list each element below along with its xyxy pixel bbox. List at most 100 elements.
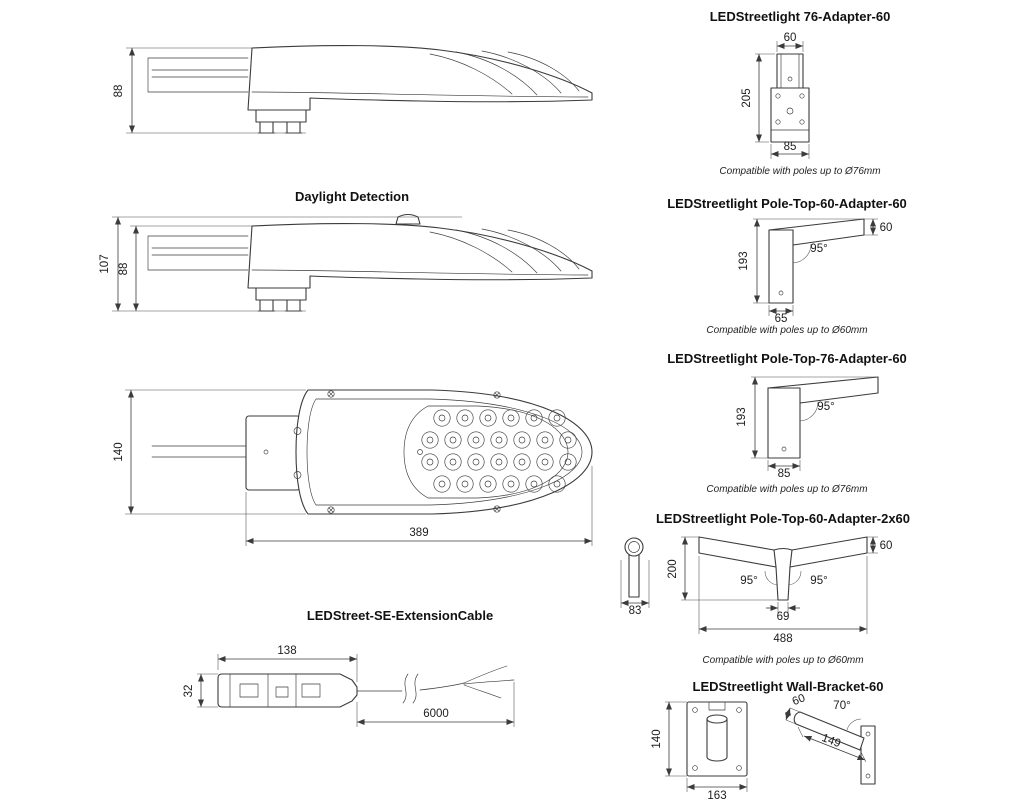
connector-segments	[229, 673, 297, 708]
dimension-line-149	[803, 735, 866, 761]
side-plate-holes	[865, 731, 871, 779]
daylight-detection-drawing: Daylight Detection 107 88	[99, 189, 593, 312]
set-screw	[778, 290, 784, 296]
housing-inner-line	[306, 398, 583, 506]
dim-label-140: 140	[651, 729, 663, 748]
side-view-dimensions: 88	[113, 47, 306, 134]
spigot-inner-lines	[780, 53, 800, 89]
vent-blade-curves	[429, 50, 580, 96]
bracket-screws	[263, 427, 302, 479]
led-emitter	[490, 453, 508, 471]
led-lens	[495, 436, 503, 444]
hub-post	[775, 566, 791, 601]
led-lens	[426, 458, 434, 466]
adapter-76-title: LEDStreetlight 76-Adapter-60	[710, 9, 891, 24]
set-screw	[781, 446, 787, 452]
extension-lines-6000	[356, 682, 515, 727]
led-lens	[438, 480, 446, 488]
led-emitter	[467, 453, 485, 471]
led-lens	[484, 480, 492, 488]
pole-spigot-outline	[147, 57, 249, 93]
pole-top-76-note: Compatible with poles up to Ø76mm	[706, 484, 867, 495]
led-lens	[530, 414, 538, 422]
led-emitter	[513, 453, 531, 471]
adapter-spigot	[776, 53, 804, 89]
pole-top-76-drawing: LEDStreetlight Pole-Top-76-Adapter-60 95…	[667, 351, 907, 495]
dim-label-138: 138	[277, 645, 296, 657]
wire-ends	[463, 665, 515, 699]
side-profile-inner	[628, 541, 640, 553]
connector-details	[239, 683, 321, 698]
led-emitter	[559, 453, 577, 471]
pole-top-2x60-note: Compatible with poles up to Ø60mm	[702, 655, 863, 666]
led-lens	[484, 414, 492, 422]
angle-label-95-right: 95°	[810, 575, 827, 587]
dim-label-205: 205	[741, 88, 753, 107]
plate-top-tab	[708, 701, 726, 711]
extension-lines	[112, 216, 462, 312]
dim-label-193: 193	[736, 407, 748, 426]
dim-label-60: 60	[791, 692, 807, 708]
led-emitter	[456, 409, 474, 427]
angle-arc	[799, 401, 819, 422]
extension-lines-193	[751, 376, 876, 459]
led-lens	[472, 436, 480, 444]
led-emitter	[456, 475, 474, 493]
led-lens	[518, 436, 526, 444]
dim-label-60: 60	[880, 540, 893, 552]
streetlight-side-view-drawing	[147, 44, 593, 134]
extension-lines-32	[197, 673, 218, 708]
pole-top-60-drawing: LEDStreetlight Pole-Top-60-Adapter-60 95…	[667, 196, 907, 336]
cable-lines	[151, 69, 249, 78]
cable-break-symbol	[402, 673, 419, 704]
wall-bracket-title: LEDStreetlight Wall-Bracket-60	[693, 679, 884, 694]
extension-lines-83	[620, 560, 650, 608]
daylight-title: Daylight Detection	[295, 189, 409, 204]
dim-label-83: 83	[629, 605, 642, 617]
angle-arc	[846, 718, 862, 731]
led-panel-outline	[403, 405, 569, 499]
housing-tray-line	[251, 91, 589, 98]
dim-label-140: 140	[113, 442, 125, 461]
extension-lines-width	[125, 389, 306, 515]
led-emitter	[502, 409, 520, 427]
led-lens	[541, 458, 549, 466]
angle-label-95: 95°	[817, 401, 834, 413]
dim-label-60: 60	[880, 222, 893, 234]
dim-label-107: 107	[99, 254, 111, 273]
extension-lines-60	[785, 707, 801, 725]
led-emitter	[421, 431, 439, 449]
led-lens	[564, 458, 572, 466]
dim-label-488: 488	[773, 633, 792, 645]
led-emitter	[513, 431, 531, 449]
angle-arcs	[764, 570, 802, 586]
extension-lines-140	[665, 701, 687, 777]
dimension-line-60	[784, 707, 792, 721]
streetlight-side-view-copy	[147, 222, 593, 312]
adapter-76-drawing: LEDStreetlight 76-Adapter-60 60 205 85 C…	[710, 9, 891, 177]
led-lens	[553, 480, 561, 488]
led-emitter	[433, 409, 451, 427]
led-lens	[461, 480, 469, 488]
daylight-sensor-dome	[395, 213, 421, 225]
led-emitter	[548, 475, 566, 493]
pole-top-76-title: LEDStreetlight Pole-Top-76-Adapter-60	[667, 351, 907, 366]
led-lens	[449, 458, 457, 466]
led-emitter	[536, 431, 554, 449]
led-lens	[438, 414, 446, 422]
dim-label-389: 389	[409, 527, 428, 539]
adapter-post	[768, 229, 794, 304]
extension-lines-length	[245, 466, 593, 546]
side-profile-arm-end	[624, 537, 644, 557]
adapter-post	[767, 387, 801, 459]
side-profile-post	[628, 554, 640, 598]
led-emitter	[548, 409, 566, 427]
pole-top-2x60-title: LEDStreetlight Pole-Top-60-Adapter-2x60	[656, 511, 910, 526]
right-arm	[789, 536, 868, 568]
led-emitter	[502, 475, 520, 493]
adapter-body	[770, 87, 810, 143]
led-emitter	[525, 475, 543, 493]
extension-lines-60	[864, 218, 878, 236]
led-emitter	[444, 453, 462, 471]
